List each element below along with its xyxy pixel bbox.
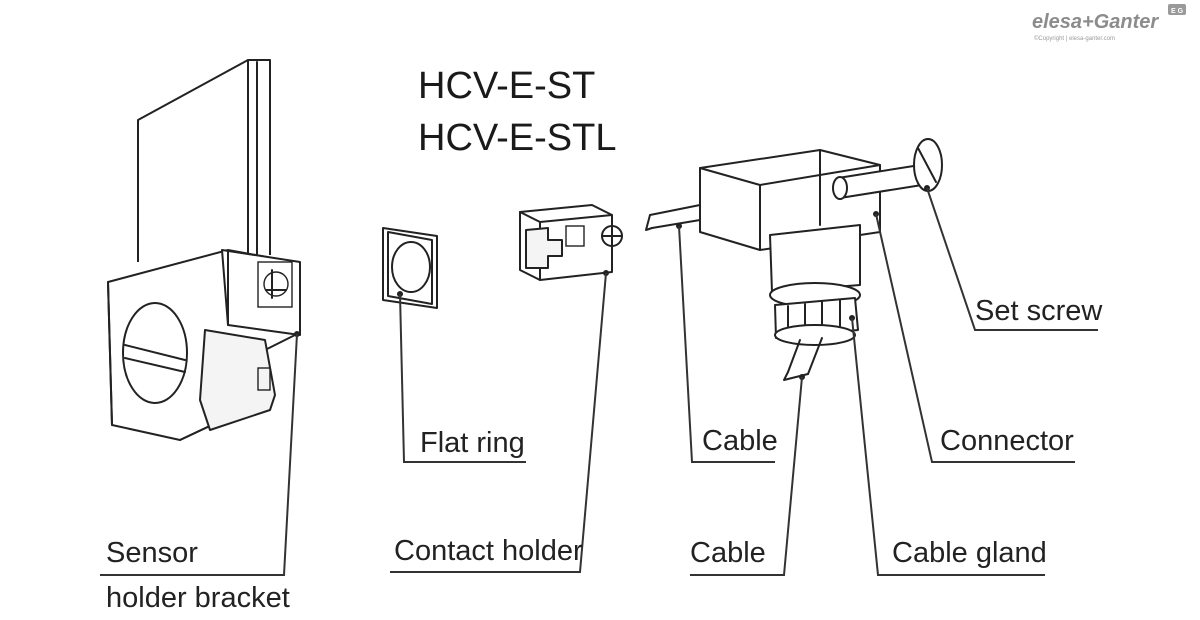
leader-flat-ring [399, 293, 526, 463]
leader-sensor-holder-bracket [100, 333, 298, 576]
label-cable-top: Cable [702, 425, 778, 457]
flat-ring-drawing [382, 227, 438, 309]
label-sensor-holder-bracket-2: holder bracket [106, 582, 290, 614]
leader-cable-top [678, 225, 775, 463]
leader-contact-holder [390, 272, 607, 573]
logo-brand-text: elesa+Ganter [1032, 11, 1159, 33]
model-title-2: HCV-E-STL [418, 117, 616, 159]
leader-lines [100, 187, 1098, 576]
logo-copyright: ©Copyright | elesa-ganter.com [1034, 35, 1115, 42]
logo-badge-text: E G [1171, 8, 1184, 15]
sensor-holder-bracket-drawing [107, 59, 301, 441]
part-labels: Sensor holder bracket Flat ring Contact … [106, 295, 1103, 614]
contact-holder-drawing [519, 204, 623, 281]
label-connector: Connector [940, 425, 1074, 457]
label-cable-bottom: Cable [690, 537, 766, 569]
model-title-1: HCV-E-ST [418, 65, 595, 107]
leader-cable-bottom [690, 376, 803, 576]
leader-cable-gland [851, 317, 1045, 576]
logo-badge-icon [1168, 4, 1186, 15]
leader-connector [875, 213, 1075, 463]
label-cable-gland: Cable gland [892, 537, 1047, 569]
brand-logo: elesa+Ganter E G ©Copyright | elesa-gant… [1032, 4, 1186, 42]
leader-set-screw [926, 187, 1098, 331]
label-flat-ring: Flat ring [420, 427, 525, 459]
label-set-screw: Set screw [975, 295, 1103, 327]
label-sensor-holder-bracket-1: Sensor [106, 537, 198, 569]
label-contact-holder: Contact holder [394, 535, 583, 567]
connector-assembly-drawing [645, 138, 943, 381]
